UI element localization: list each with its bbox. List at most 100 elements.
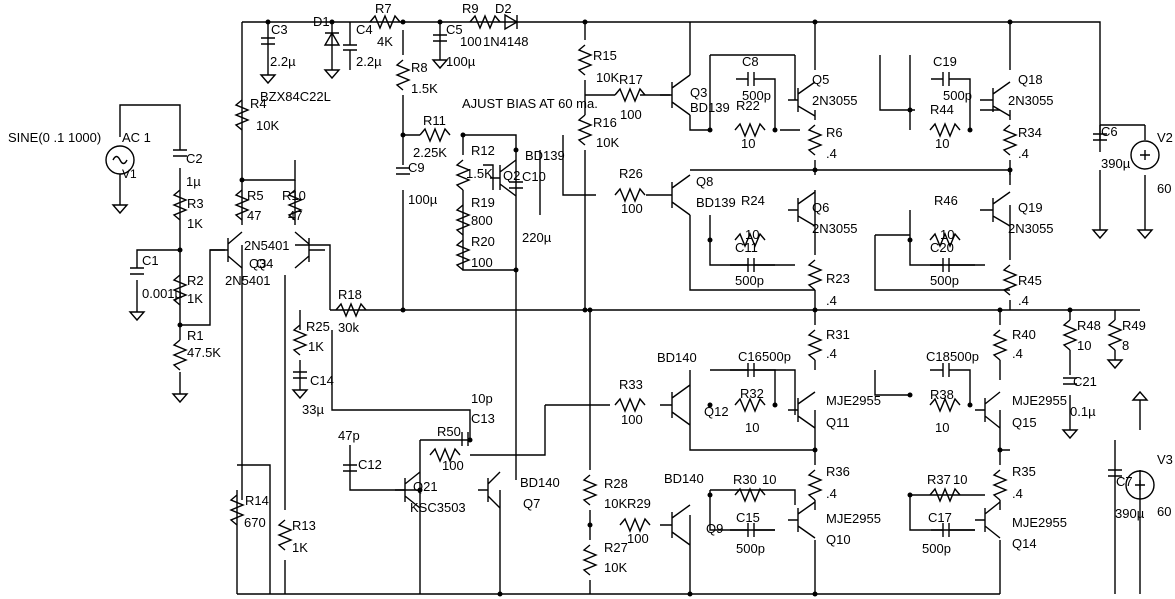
- c1-name: C1: [142, 253, 159, 268]
- r29-name: R29: [627, 496, 651, 511]
- q18-name: Q18: [1018, 72, 1043, 87]
- q14-name: Q14: [1012, 536, 1037, 551]
- r12-value: 1.5K: [466, 166, 493, 181]
- c15-value: 500p: [736, 541, 765, 556]
- c3-name: C3: [271, 22, 288, 37]
- c13-value: 10p: [471, 391, 493, 406]
- c7-value: 390µ: [1115, 506, 1145, 521]
- q3-value: BD139: [690, 100, 730, 115]
- r33-value: 100: [621, 412, 643, 427]
- r6-name: R6: [826, 125, 843, 140]
- r11-value: 2.25K: [413, 145, 447, 160]
- r29-value: 100: [627, 531, 649, 546]
- r14-name: R14: [245, 493, 269, 508]
- r49-value: 8: [1122, 338, 1129, 353]
- r16-name: R16: [593, 115, 617, 130]
- r18-value: 30k: [338, 320, 359, 335]
- c14-name: C14: [310, 373, 334, 388]
- r11-name: R11: [423, 113, 446, 128]
- c10-value: 220µ: [522, 230, 552, 245]
- q7-name: Q7: [523, 496, 540, 511]
- c4-name: C4: [356, 22, 373, 37]
- c7-name: C7: [1116, 474, 1133, 489]
- v2-value-label: 60: [1157, 181, 1171, 196]
- r14-value: 670: [244, 515, 266, 530]
- r35-value: .4: [1012, 486, 1023, 501]
- r3-name: R3: [187, 196, 204, 211]
- r35-name: R35: [1012, 464, 1036, 479]
- r45-name: R45: [1018, 273, 1042, 288]
- r34-name: R34: [1018, 125, 1042, 140]
- r6-value: .4: [826, 146, 837, 161]
- c6-value: 390µ: [1101, 156, 1131, 171]
- r23-name: R23: [826, 271, 850, 286]
- q15-name: Q15: [1012, 415, 1037, 430]
- q8-name: Q8: [696, 174, 713, 189]
- c17-name: C17: [928, 510, 952, 525]
- q34-value-bottom: 2N5401: [225, 273, 271, 288]
- r25-value: 1K: [308, 339, 324, 354]
- q21-name: Q21: [413, 479, 438, 494]
- v1-name-label: V1: [122, 167, 137, 181]
- r33-name: R33: [619, 377, 643, 392]
- c13-name: C13: [471, 411, 495, 426]
- r3-value: 1K: [187, 216, 203, 231]
- r40-value: .4: [1012, 346, 1023, 361]
- q14-value: MJE2955: [1012, 515, 1067, 530]
- r8-name: R8: [411, 60, 428, 75]
- r50-name: R50: [437, 424, 461, 439]
- voltage-sources: [105, 140, 1160, 500]
- c18-name: C18: [926, 349, 950, 364]
- c6-name: C6: [1101, 124, 1118, 139]
- r20-value: 100: [471, 255, 493, 270]
- c10-name: C10: [522, 169, 546, 184]
- c8-name: C8: [742, 54, 759, 69]
- r31-name: R31: [826, 327, 850, 342]
- c14-value: 33µ: [302, 402, 324, 417]
- r34-value: .4: [1018, 146, 1029, 161]
- bias-note: AJUST BIAS AT 60 ma.: [462, 96, 598, 111]
- q2-name: Q2: [503, 168, 520, 183]
- c15-name: C15: [736, 510, 760, 525]
- r40-name: R40: [1012, 327, 1036, 342]
- c20-name: C20: [930, 240, 954, 255]
- c11-value: 500p: [735, 273, 764, 288]
- r44-name: R44: [930, 102, 954, 117]
- r15-name: R15: [593, 48, 617, 63]
- c16-value: 500p: [762, 349, 791, 364]
- c19-value: 500p: [943, 88, 972, 103]
- r31-value: .4: [826, 346, 837, 361]
- r17-name: R17: [619, 72, 643, 87]
- r26-name: R26: [619, 166, 643, 181]
- r15-value: 10K: [596, 70, 619, 85]
- r23-value: .4: [826, 293, 837, 308]
- r27-value: 10K: [604, 560, 627, 575]
- c21-name: C21: [1073, 374, 1097, 389]
- c1-value: 0.001µ: [142, 286, 183, 301]
- r10-value: 47: [288, 208, 302, 223]
- c16-name: C16: [738, 349, 762, 364]
- q10-value: MJE2955: [826, 511, 881, 526]
- c12-name: C12: [358, 457, 382, 472]
- c2-value: 1µ: [186, 174, 201, 189]
- r12-name: R12: [471, 143, 495, 158]
- c5-name: C5: [446, 22, 463, 37]
- capacitor-symbols: [130, 34, 1122, 537]
- q11-name: Q11: [826, 415, 850, 430]
- r4-name: R4: [250, 96, 267, 111]
- r38-value: 10: [935, 420, 949, 435]
- r2-name: R2: [187, 273, 204, 288]
- junction-dots: [177, 19, 1073, 597]
- q10-name: Q10: [826, 532, 851, 547]
- q19-name: Q19: [1018, 200, 1043, 215]
- r18-name: R18: [338, 287, 362, 302]
- q2-value: BD139: [525, 148, 565, 163]
- r46-value: 10: [940, 227, 954, 242]
- r44-value: 10: [935, 136, 949, 151]
- r10-name: R10: [282, 188, 306, 203]
- q12-value: BD140: [657, 350, 697, 365]
- r36-name: R36: [826, 464, 850, 479]
- q5-value: 2N3055: [812, 93, 858, 108]
- q4-name: Q4: [256, 256, 273, 271]
- r22-name: R22: [736, 98, 760, 113]
